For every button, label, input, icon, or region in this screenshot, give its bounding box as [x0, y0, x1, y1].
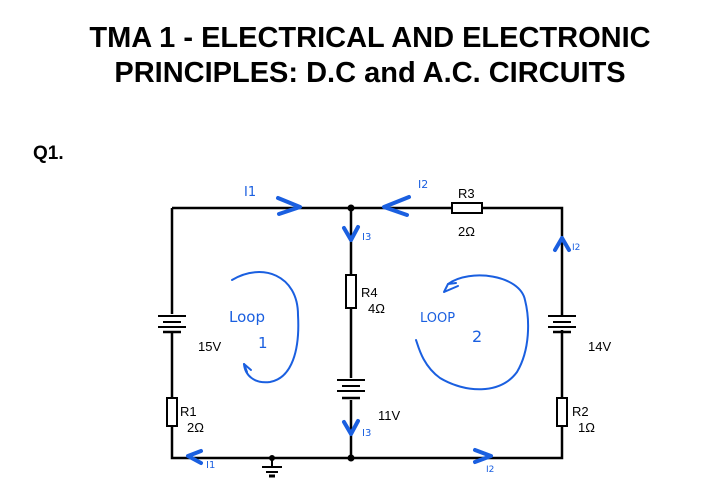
- document-title-line-2: PRINCIPLES: D.C and A.C. CIRCUITS: [114, 57, 626, 89]
- ground-symbol: [262, 458, 282, 478]
- resistor-r2: [556, 397, 568, 427]
- loop-2-number: 2: [472, 327, 482, 346]
- i1-bottom-label: I1: [206, 460, 215, 471]
- current-arrows: [186, 195, 571, 465]
- i1-top-label: I1: [244, 185, 256, 200]
- loop-2-curve: [415, 274, 530, 391]
- arrow-i2-right: [553, 236, 571, 252]
- loop-arrows: [231, 271, 530, 391]
- r1-label: R1: [180, 404, 197, 419]
- wire-bottom: [170, 426, 564, 460]
- arrow-i2-bottom: [473, 448, 493, 464]
- loop-2-arrowhead: [443, 282, 459, 293]
- battery-11v: [337, 378, 365, 400]
- document-title-line-1: TMA 1 - ELECTRICAL AND ELECTRONIC: [89, 22, 651, 54]
- arrow-i2-top: [382, 195, 411, 217]
- resistor-r1: [166, 397, 178, 427]
- wires: [170, 206, 564, 460]
- r1-value: 2Ω: [187, 420, 204, 435]
- r4-label: R4: [361, 285, 378, 300]
- resistor-r3: [451, 202, 483, 214]
- v3-value: 14V: [588, 339, 611, 354]
- i2-top-label: I2: [418, 178, 428, 191]
- r2-value: 1Ω: [578, 420, 595, 435]
- arrow-i3-top: [342, 225, 360, 242]
- i3-top-label: I3: [362, 232, 371, 243]
- i2-bottom-label: I2: [486, 465, 494, 475]
- loop-1-label: Loop: [229, 308, 265, 326]
- arrow-i3-bottom: [342, 419, 360, 436]
- loop-1-arrowhead: [243, 363, 252, 373]
- node-top: [347, 204, 355, 212]
- i2-right-label: I2: [572, 243, 580, 253]
- arrow-i1-bottom: [186, 449, 203, 465]
- i3-bottom-label: I3: [362, 428, 371, 439]
- v2-value: 11V: [378, 408, 400, 423]
- r2-label: R2: [572, 404, 589, 419]
- resistor-r4: [345, 274, 357, 309]
- question-label: Q1.: [33, 143, 64, 164]
- battery-14v: [548, 315, 576, 334]
- loop-1-curve: [231, 271, 300, 384]
- v1-value: 15V: [198, 339, 221, 354]
- loop-1-number: 1: [258, 334, 268, 352]
- battery-15v: [158, 314, 186, 334]
- r3-value: 2Ω: [458, 224, 475, 239]
- arrow-i1-top: [276, 196, 302, 216]
- loop-2-label: LOOP: [420, 311, 455, 326]
- r4-value: 4Ω: [368, 301, 385, 316]
- r3-label: R3: [458, 186, 475, 201]
- node-bottom: [347, 454, 355, 462]
